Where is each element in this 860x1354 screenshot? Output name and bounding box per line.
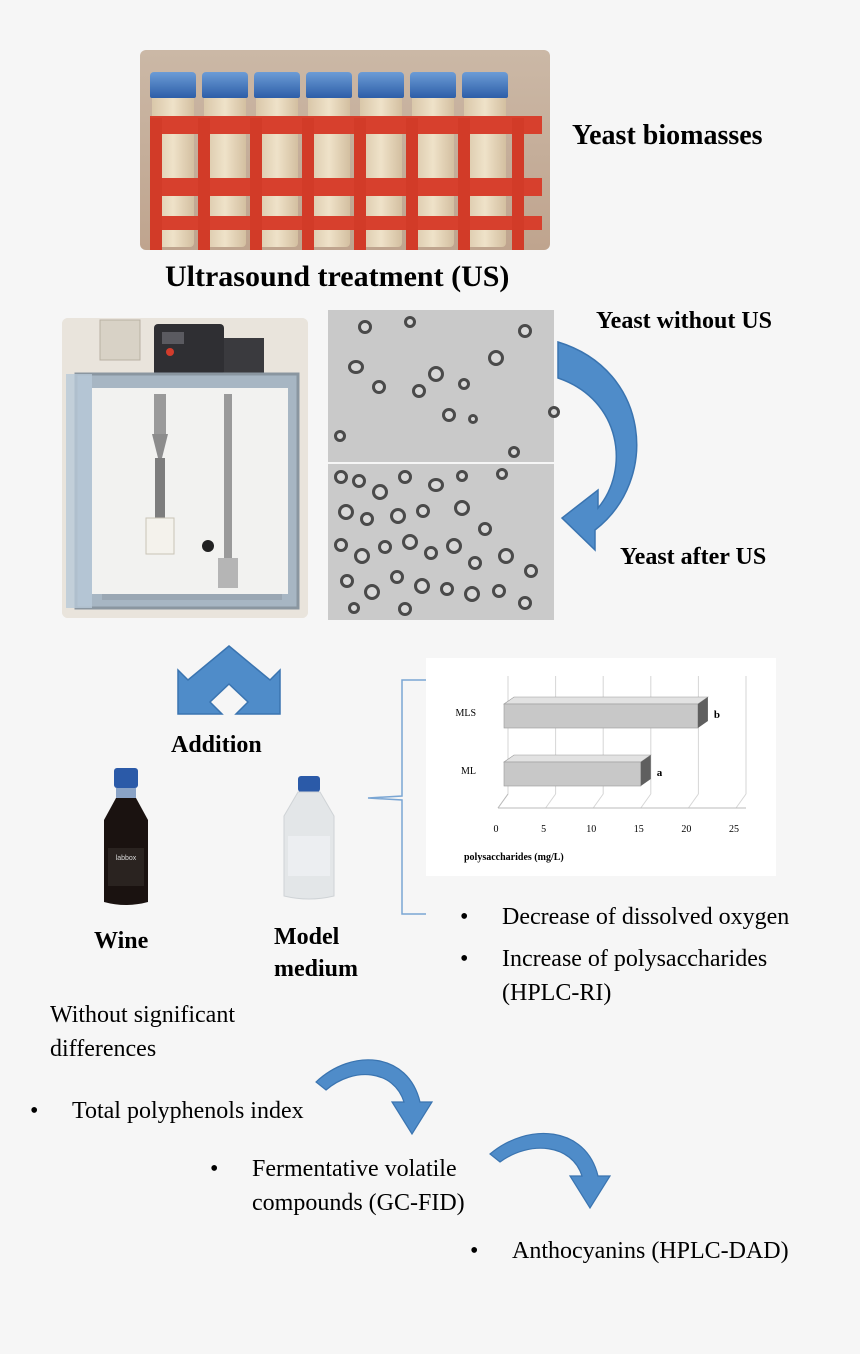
bar-top [503,696,709,705]
x-tick-label: 15 [634,824,644,835]
bullet-decrease-oxygen: Decrease of dissolved oxygen [460,904,789,931]
curved-arrow-icon [557,340,638,552]
model-medium-label-line1: Model [274,924,340,950]
chart-svg: 0 5 10 15 20 25 MLS bML a polysaccharides (mg/L) [455,676,747,863]
gridline-floor [592,793,604,809]
x-tick-label: 25 [729,824,739,835]
addition-label: Addition [171,732,262,758]
yeast-after-us-label: Yeast after US [620,544,767,570]
ultrasound-treatment-label: Ultrasound treatment (US) [165,260,510,293]
bar-ML [503,761,642,787]
bullet-fermentative-volatile-method: compounds (GC-FID) [252,1190,465,1216]
x-tick-label: 0 [494,824,499,835]
wine-bottle-image: labbox [104,768,148,905]
micrograph-yeast-without-us [328,310,560,462]
brace-connector [367,679,426,915]
yeast-without-us-label: Yeast without US [596,308,773,334]
gridline-floor [735,793,747,809]
bar-side [697,697,708,728]
split-arrow-icon [177,645,281,715]
micrograph-yeast-after-us [328,464,554,620]
gridline-floor [687,793,699,809]
bar-side [640,755,651,786]
x-axis-title: polysaccharides (mg/L) [464,852,564,863]
significance-letter: a [657,767,663,779]
bullet-fermentative-volatile: Fermentative volatile [210,1156,457,1183]
bullet-total-polyphenols: Total polyphenols index [30,1098,304,1125]
gridline-floor [640,793,652,809]
significance-letter: b [714,709,720,721]
x-tick-label: 5 [541,824,546,835]
bar-top [503,754,652,763]
model-medium-bottle-image [283,776,335,900]
without-significant-line2: differences [50,1036,157,1062]
gridline-floor [545,793,557,809]
bar-MLS [503,703,699,729]
category-label: ML [461,766,476,777]
without-significant-line1: Without significant [50,1002,236,1028]
category-label: MLS [455,708,476,719]
cascade-arrow-1-icon [315,1059,434,1136]
bullet-anthocyanins: Anthocyanins (HPLC-DAD) [470,1238,789,1265]
x-tick-label: 20 [681,824,691,835]
wine-bottle-label: labbox [116,855,137,862]
cascade-arrow-2-icon [489,1133,612,1210]
axis-depth [497,793,509,809]
ultrasound-cabinet-photo [62,318,308,618]
wine-label: Wine [94,928,149,954]
model-medium-label-line2: medium [274,956,358,982]
bullet-increase-polysaccharides-method: (HPLC-RI) [502,980,612,1006]
yeast-tubes-photo [140,50,550,250]
x-tick-label: 10 [586,824,596,835]
yeast-biomasses-label: Yeast biomasses [572,120,763,151]
bullet-increase-polysaccharides: Increase of polysaccharides [460,946,767,973]
